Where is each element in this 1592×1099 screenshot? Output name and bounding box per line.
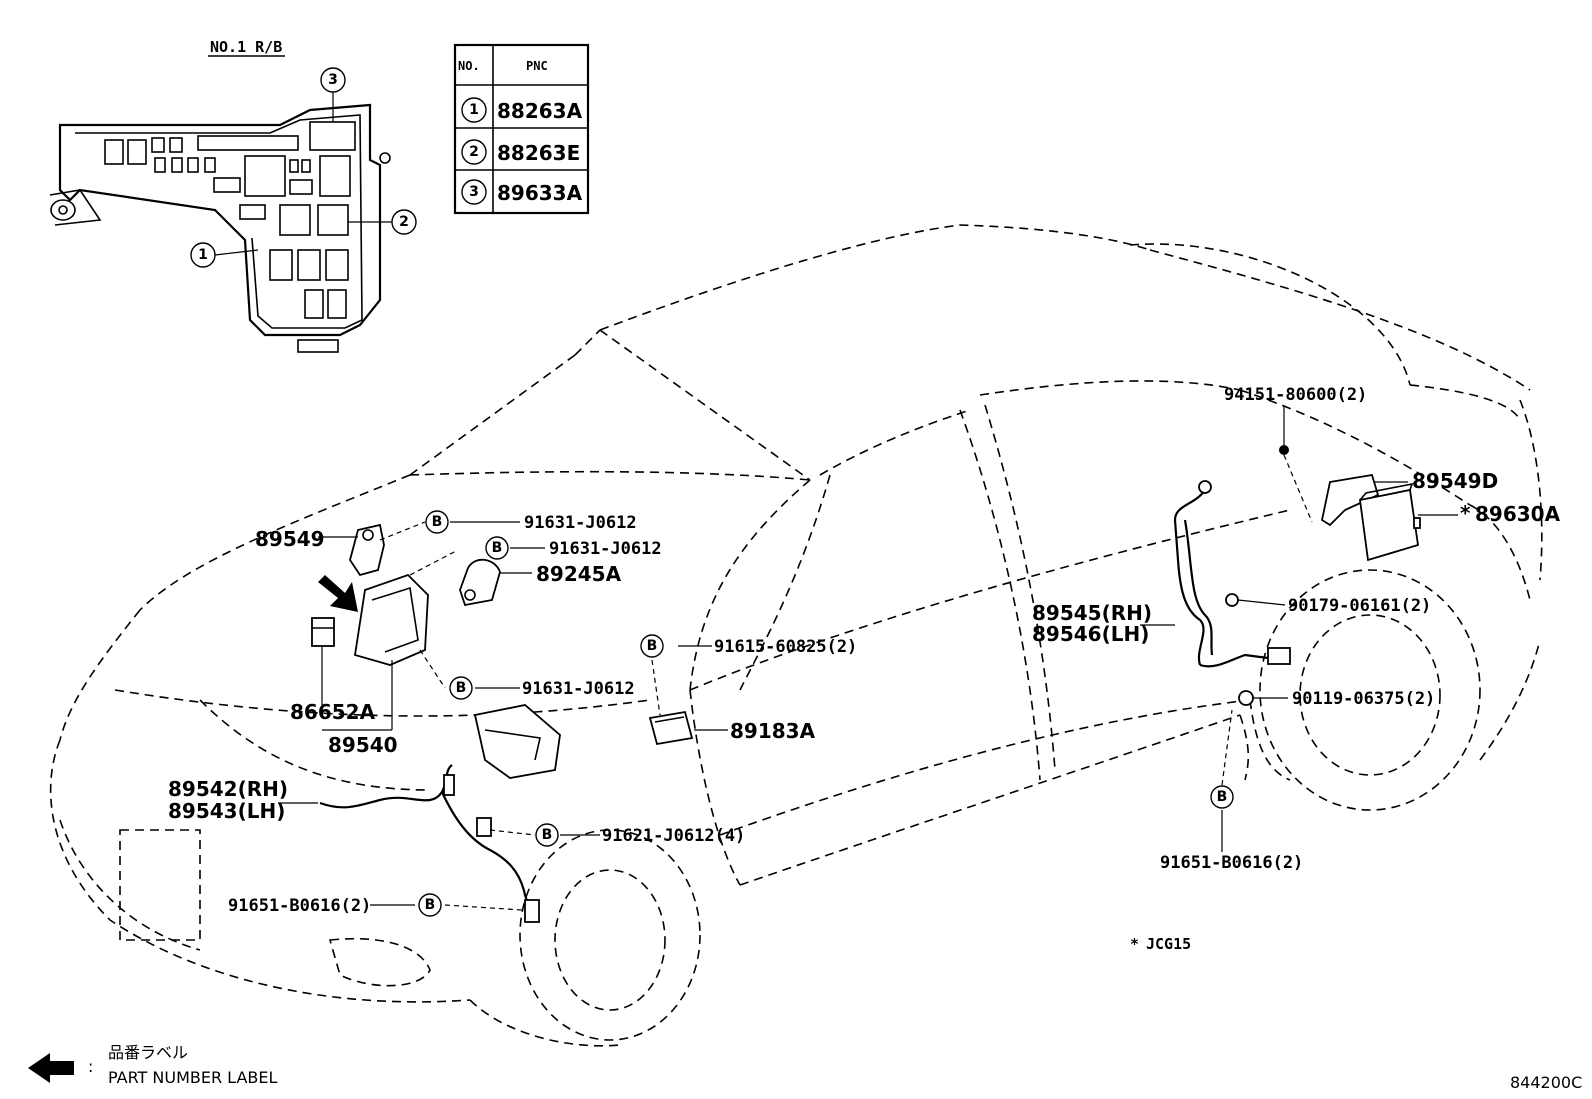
rear-components (1173, 445, 1421, 706)
leader-lines (278, 405, 1458, 911)
notes: * JCG15 (1130, 935, 1191, 953)
label-91651-rear: 91651-B0616(2) (1160, 853, 1303, 873)
bolt-marker-4: B (647, 638, 658, 654)
star-symbol: * (1130, 935, 1139, 953)
legend-separator: : (88, 1057, 93, 1076)
relay-block-drawing: NO.1 R/B 3 (49, 38, 417, 353)
bolt-marker-5: B (542, 827, 553, 843)
pnc-row-3-no: 3 (469, 184, 479, 200)
diagram-code: 844200C (1510, 1073, 1582, 1092)
callout-3: 3 (328, 72, 338, 88)
pnc-row-1-no: 1 (469, 102, 479, 118)
label-86652A: 86652A (290, 700, 376, 724)
arrow-left-icon (28, 1053, 74, 1083)
label-91615: 91615-60825(2) (714, 637, 857, 657)
pnc-row-2-no: 2 (469, 144, 479, 160)
legend-en: PART NUMBER LABEL (108, 1068, 277, 1087)
callout-2: 2 (399, 214, 409, 230)
pnc-col-pnc: PNC (526, 59, 548, 73)
bolt-marker-2: B (492, 540, 503, 556)
label-91621: 91621-J0612(4) (602, 826, 745, 846)
label-91631-b: 91631-J0612 (549, 539, 662, 559)
label-89245A: 89245A (536, 562, 622, 586)
bolt-marker-7: B (1217, 789, 1228, 805)
relay-block-title: NO.1 R/B (210, 38, 282, 56)
label-89549D: 89549D (1412, 469, 1498, 493)
bolt-marker-1: B (432, 514, 443, 530)
star-note: JCG15 (1146, 935, 1191, 953)
label-89543: 89543(LH) (168, 799, 285, 823)
callout-1: 1 (198, 247, 208, 263)
part-labels: 89549 91631-J0612 91631-J0612 89245A 866… (168, 385, 1561, 916)
bolt-markers: B B B B B B B (418, 510, 1234, 917)
car-body-outline (49, 224, 1543, 1047)
legend: : 品番ラベル PART NUMBER LABEL (28, 1043, 277, 1087)
label-91651-front: 91651-B0616(2) (228, 896, 371, 916)
arrow-icon (318, 575, 358, 612)
label-91631-c: 91631-J0612 (522, 679, 635, 699)
label-90179: 90179-06161(2) (1288, 596, 1431, 616)
label-89540: 89540 (328, 733, 398, 757)
label-89630A: 89630A (1475, 502, 1561, 526)
pnc-row-3-pnc: 89633A (497, 181, 583, 205)
bolt-marker-6: B (425, 897, 436, 913)
label-89545: 89545(RH) (1032, 601, 1152, 625)
front-components (311, 523, 694, 923)
bolt-marker-3: B (456, 680, 467, 696)
label-90119: 90119-06375(2) (1292, 689, 1435, 709)
label-94151: 94151-80600(2) (1224, 385, 1367, 405)
pnc-col-no: NO. (458, 59, 480, 73)
label-89630A-star: * (1460, 501, 1471, 525)
label-89549: 89549 (255, 527, 325, 551)
pnc-row-1-pnc: 88263A (497, 99, 583, 123)
pnc-row-2-pnc: 88263E (497, 141, 580, 165)
label-91631-a: 91631-J0612 (524, 513, 637, 533)
pnc-table: NO. PNC 1 88263A 2 88263E 3 89633A (453, 43, 590, 215)
legend-jp: 品番ラベル (108, 1043, 188, 1062)
label-89542: 89542(RH) (168, 777, 288, 801)
label-89546: 89546(LH) (1032, 622, 1149, 646)
label-89183A: 89183A (730, 719, 816, 743)
